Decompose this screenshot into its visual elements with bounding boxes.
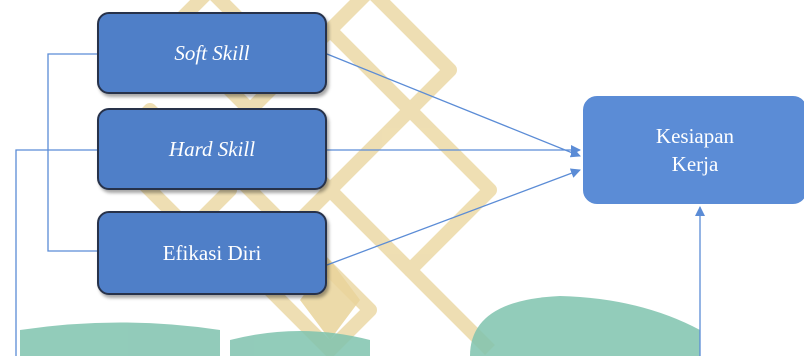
arrow-soft-to-kesiapan (326, 53, 581, 158)
node-soft-skill: Soft Skill (97, 12, 327, 94)
node-kesiapan-kerja-line1: Kesiapan (655, 123, 735, 148)
node-hard-skill: Hard Skill (97, 108, 327, 190)
bracket-hard-left (15, 149, 97, 356)
node-efikasi-diri-label: Efikasi Diri (162, 240, 262, 265)
node-hard-skill-label: Hard Skill (168, 136, 256, 161)
node-kesiapan-kerja-line2: Kerja (671, 152, 719, 176)
bracket-soft-efikasi (47, 53, 97, 252)
node-efikasi-diri: Efikasi Diri (97, 211, 327, 295)
node-soft-skill-label: Soft Skill (174, 40, 250, 65)
arrow-efikasi-to-kesiapan (326, 168, 581, 266)
node-kesiapan-kerja: Kesiapan Kerja (583, 96, 804, 204)
